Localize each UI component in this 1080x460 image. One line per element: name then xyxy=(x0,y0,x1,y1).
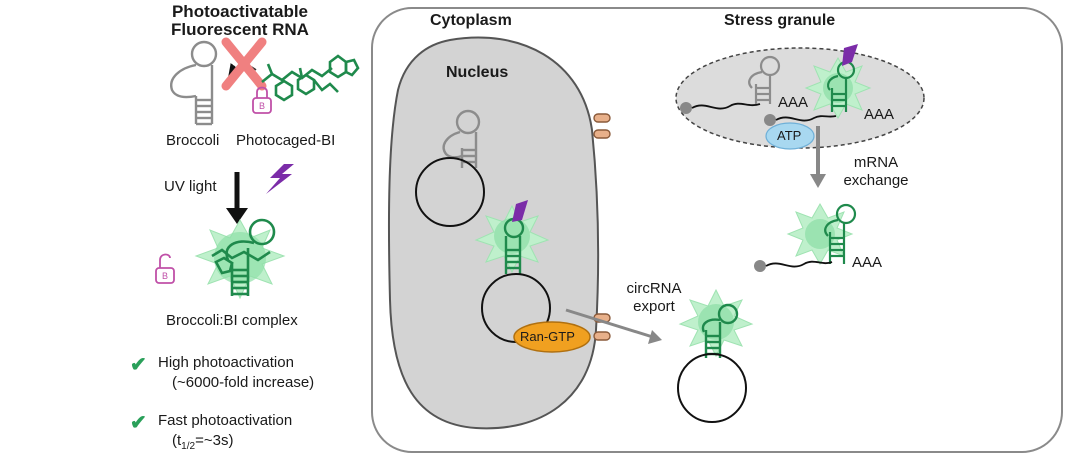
mrna-exchange-line2: exchange xyxy=(843,172,909,189)
benefit-1-line1: High photoactivation xyxy=(158,354,294,371)
checkmark-icon: ✔ xyxy=(130,354,147,376)
polya-label: AAA xyxy=(778,94,809,111)
lock-letter-locked: B xyxy=(259,101,266,111)
nucleus-label: Nucleus xyxy=(446,64,509,81)
ran-gtp-ellipse xyxy=(513,321,591,353)
atp-label: ATP xyxy=(777,128,802,143)
broccoli-rna-icon xyxy=(170,40,218,126)
complex-label: Broccoli:BI complex xyxy=(166,312,298,329)
mrna-glowing-granule-icon xyxy=(764,44,872,126)
lock-letter-unlocked: B xyxy=(162,271,169,281)
stress-granule-label: Stress granule xyxy=(724,12,836,29)
exchange-arrow-head xyxy=(810,174,826,188)
locked-padlock-icon xyxy=(252,86,272,114)
broccoli-bi-complex-icon xyxy=(194,218,286,300)
atp-ellipse xyxy=(765,122,815,150)
circrna-glowing-cytoplasm-icon xyxy=(678,288,754,358)
mrna-unlabeled-icon xyxy=(680,55,781,114)
polya-label: AAA xyxy=(864,106,895,123)
unlocked-padlock-icon xyxy=(155,253,175,284)
benefit-2-line1: Fast photoactivation xyxy=(158,412,293,429)
benefit-1-line2: (~6000-fold increase) xyxy=(172,374,315,391)
polya-label: AAA xyxy=(852,254,883,271)
nuclear-pore-icon xyxy=(593,113,611,341)
title-line2: Fluorescent RNA xyxy=(171,20,309,39)
export-arrow xyxy=(565,308,657,340)
circrna-export-line2: export xyxy=(633,298,675,315)
circrna-ring xyxy=(415,157,485,227)
uv-lightning-icon xyxy=(266,164,294,194)
circrna-glowing-nucleus-icon xyxy=(474,200,550,274)
uv-light-label: UV light xyxy=(164,178,217,195)
checkmark-icon: ✔ xyxy=(130,412,147,434)
benefit-2-subscript: 1/2 xyxy=(181,441,196,452)
ran-gtp-label: Ran-GTP xyxy=(520,329,575,344)
benefit-2-suffix: =~3s) xyxy=(195,432,234,449)
mrna-glowing-released-icon xyxy=(754,202,857,272)
uv-arrow-head xyxy=(226,208,248,224)
title-line1: Photoactivatable xyxy=(171,2,309,21)
photocaged-bi-label: Photocaged-BI xyxy=(236,132,336,149)
benefit-2-line2: (t1/2=~3s) xyxy=(172,432,233,452)
circrna-export-line1: circRNA xyxy=(626,280,682,297)
blocked-binding-x-icon xyxy=(221,37,267,91)
circrna-ring xyxy=(677,353,747,423)
export-arrow-head xyxy=(648,330,662,344)
photocaged-bi-molecule-icon xyxy=(261,54,360,102)
broccoli-label: Broccoli xyxy=(166,132,220,149)
benefit-2-prefix: (t xyxy=(172,432,182,449)
cytoplasm-label: Cytoplasm xyxy=(430,12,512,29)
mrna-exchange-line1: mRNA xyxy=(853,154,899,171)
circrna-unlabeled-icon xyxy=(442,109,481,168)
